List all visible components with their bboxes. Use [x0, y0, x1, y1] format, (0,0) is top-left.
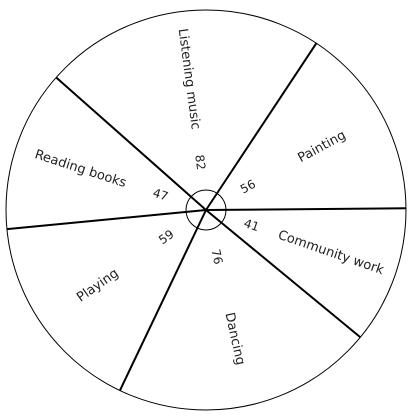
pie-dividers [6, 42, 407, 391]
divider-line-3 [55, 76, 207, 211]
divider-line-4 [6, 209, 207, 231]
center-circle [185, 189, 227, 231]
divider-line-1 [205, 207, 407, 211]
value-label-dancing: 76 [208, 248, 225, 266]
value-label-reading-books: 47 [151, 186, 170, 204]
value-label-painting: 56 [238, 177, 258, 197]
divider-line-5 [118, 209, 207, 391]
divider-line-2 [205, 42, 318, 211]
value-label-community-work: 41 [242, 216, 261, 234]
pie-outline [5, 9, 407, 411]
slice-dancing [119, 210, 361, 410]
slice-playing [6, 210, 206, 391]
slice-painting [206, 43, 406, 210]
value-label-listening-music: 82 [192, 154, 208, 171]
divider-line-6 [205, 209, 361, 338]
slice-reading-books [5, 77, 206, 230]
slice-community-work [206, 204, 406, 338]
slice-listening-music [56, 9, 317, 211]
pie-slices [5, 9, 406, 410]
